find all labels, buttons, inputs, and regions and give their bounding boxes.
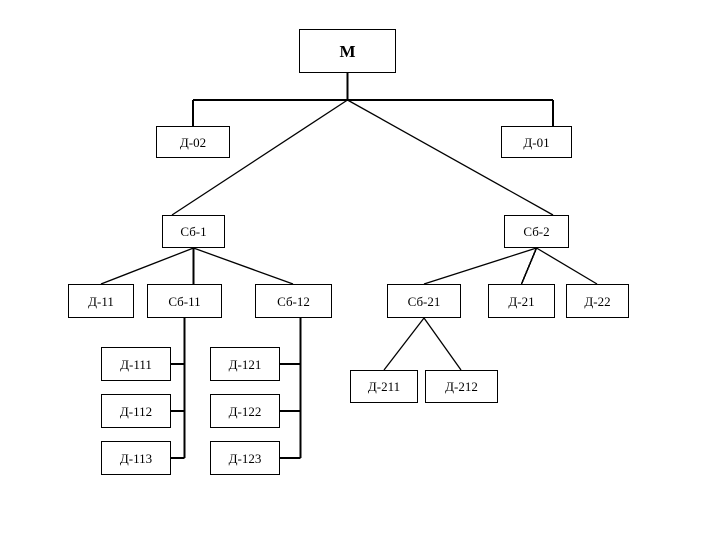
node-d11[interactable]: Д-11 bbox=[68, 284, 135, 319]
node-d22[interactable]: Д-22 bbox=[566, 284, 630, 319]
edge-sb1-to-d11 bbox=[100, 247, 194, 285]
node-sb1[interactable]: Сб-1 bbox=[162, 215, 226, 249]
edge-sb21-to-d212 bbox=[423, 317, 462, 371]
node-d211[interactable]: Д-211 bbox=[350, 370, 419, 404]
node-d02[interactable]: Д-02 bbox=[156, 126, 231, 159]
node-d01[interactable]: Д-01 bbox=[501, 126, 573, 159]
node-d121[interactable]: Д-121 bbox=[210, 347, 281, 382]
node-sb11[interactable]: Сб-11 bbox=[147, 284, 223, 319]
node-d212[interactable]: Д-212 bbox=[425, 370, 499, 404]
edge-sb2-to-sb21 bbox=[423, 247, 537, 285]
node-m[interactable]: М bbox=[299, 29, 397, 74]
edge-sb21-to-d211 bbox=[383, 317, 425, 371]
node-d113[interactable]: Д-113 bbox=[101, 441, 172, 476]
node-sb12[interactable]: Сб-12 bbox=[255, 284, 333, 319]
node-d122[interactable]: Д-122 bbox=[210, 394, 281, 429]
edge-sb2-to-d22 bbox=[536, 247, 598, 285]
edge-sb1-to-sb12 bbox=[193, 247, 294, 285]
node-sb2[interactable]: Сб-2 bbox=[504, 215, 570, 249]
node-d112[interactable]: Д-112 bbox=[101, 394, 172, 429]
node-d123[interactable]: Д-123 bbox=[210, 441, 281, 476]
node-d111[interactable]: Д-111 bbox=[101, 347, 172, 382]
node-sb21[interactable]: Сб-21 bbox=[387, 284, 462, 319]
node-d21[interactable]: Д-21 bbox=[488, 284, 556, 319]
edge-sb2-to-d21 bbox=[520, 247, 538, 285]
